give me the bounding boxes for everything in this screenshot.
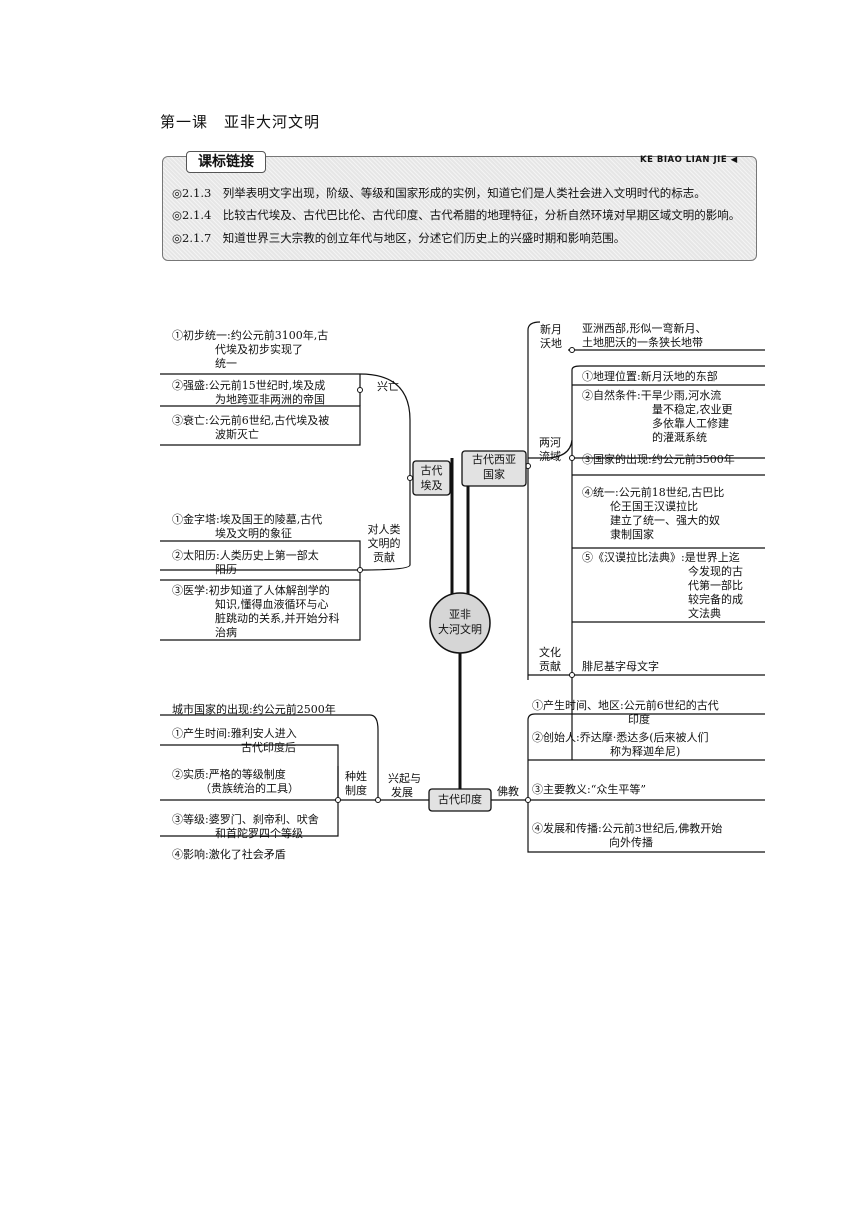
- center-line-2: 大河文明: [438, 623, 482, 636]
- two-rivers-item-3: ③国家的出现:约公元前3500年: [582, 453, 735, 466]
- egypt-contribution-item-2: ②太阳历:人类历史上第一部太: [172, 549, 319, 562]
- two-rivers-label: 两河: [539, 436, 561, 449]
- crescent-label: 新月: [540, 323, 562, 336]
- two-rivers-item-5-cont: 较完备的成: [688, 593, 743, 606]
- two-rivers-item-4-cont: 建立了统一、强大的奴: [610, 514, 720, 527]
- egypt-contribution-item-3: ③医学:初步知道了人体解剖学的: [172, 584, 330, 597]
- west-asia-node-line-2: 国家: [483, 468, 505, 481]
- egypt-contribution-label: 文明的: [367, 537, 401, 550]
- caste-item-2-cont: （贵族统治的工具）: [200, 782, 299, 795]
- egypt-rise-item-2-cont: 为地跨亚非两洲的帝国: [215, 393, 325, 406]
- caste-label: 制度: [345, 784, 367, 797]
- two-rivers-item-2-cont: 的灌溉系统: [652, 431, 707, 444]
- two-rivers-item-4-cont: 隶制国家: [610, 528, 654, 541]
- buddhism-item-1: ①产生时间、地区:公元前6世纪的古代: [532, 699, 719, 712]
- caste-label: 种姓: [345, 770, 367, 783]
- egypt-rise-item-3-cont: 波斯灭亡: [215, 428, 259, 441]
- two-rivers-item-5: ⑤《汉谟拉比法典》:是世界上迄: [582, 551, 740, 564]
- two-rivers-item-4: ④统一:公元前18世纪,古巴比: [582, 486, 725, 499]
- buddhism-item-2-cont: 称为释迦牟尼): [610, 745, 681, 758]
- buddhism-item-1-cont: 印度: [628, 713, 650, 726]
- caste-item-1-cont: 古代印度后: [241, 741, 296, 754]
- egypt-contribution-item-3-cont: 知识,懂得血液循环与心: [215, 598, 329, 611]
- center-line-1: 亚非: [449, 608, 471, 621]
- crescent-text: 亚洲西部,形似一弯新月、: [582, 322, 707, 335]
- egypt-contribution-label: 对人类: [367, 523, 401, 536]
- two-rivers-item-5-cont: 代第一部比: [688, 579, 743, 592]
- standard-item: ◎2.1.3 列举表明文字出现，阶级、等级和国家形成的实例，知道它们是人类社会进…: [172, 186, 706, 200]
- two-rivers-item-5-cont: 今发现的古: [688, 565, 743, 578]
- egypt-rise-item-1: ①初步统一:约公元前3100年,古: [172, 329, 329, 342]
- two-rivers-item-4-cont: 伦王国王汉谟拉比: [610, 500, 698, 513]
- india-node: 古代印度: [438, 793, 482, 806]
- caste-item-2: ②实质:严格的等级制度: [172, 768, 286, 781]
- egypt-contribution-item-2-cont: 阳历: [215, 563, 237, 576]
- standard-item: ◎2.1.4 比较古代埃及、古代巴比伦、古代印度、古代希腊的地理特征，分析自然环…: [172, 208, 741, 222]
- egypt-contribution-item-3-cont: 脏跳动的关系,并开始分科: [215, 612, 340, 625]
- caste-item-3-cont: 和首陀罗四个等级: [215, 827, 303, 840]
- crescent-label: 沃地: [540, 337, 562, 350]
- egypt-node-line-2: 埃及: [420, 479, 443, 492]
- two-rivers-item-1: ①地理位置:新月沃地的东部: [582, 370, 718, 383]
- culture-label: 文化: [539, 646, 561, 659]
- two-rivers-label: 流域: [539, 450, 561, 463]
- two-rivers-item-5-cont: 文法典: [688, 607, 721, 620]
- buddhism-item-2: ②创始人:乔达摩·悉达多(后来被人们: [532, 731, 709, 744]
- buddhism-item-4-cont: 向外传播: [609, 836, 653, 849]
- two-rivers-item-2-cont: 多依靠人工修建: [652, 417, 729, 430]
- egypt-rise-item-1-cont: 统一: [215, 357, 237, 370]
- west-asia-node-line-1: 古代西亚: [472, 453, 516, 466]
- buddhism-item-3: ③主要教义:“众生平等”: [532, 783, 646, 796]
- standards-box: [162, 156, 757, 261]
- egypt-rise-item-1-cont: 代埃及初步实现了: [215, 343, 303, 356]
- standards-box-en-label: KE BIAO LIAN JIE ◀: [640, 155, 738, 165]
- egypt-node-line-1: 古代: [420, 464, 443, 477]
- egypt-contribution-item-1: ①金字塔:埃及国王的陵墓,古代: [172, 513, 323, 526]
- page-title: 第一课 亚非大河文明: [160, 113, 321, 131]
- city-state-text: 城市国家的出现:约公元前2500年: [172, 703, 336, 716]
- egypt-rise-fall-label: 兴亡: [377, 380, 399, 393]
- two-rivers-item-2-cont: 量不稳定,农业更: [652, 403, 733, 416]
- egypt-rise-item-3: ③衰亡:公元前6世纪,古代埃及被: [172, 414, 330, 427]
- caste-item-4: ④影响:激化了社会矛盾: [172, 848, 286, 861]
- egypt-contribution-label: 贡献: [373, 551, 395, 564]
- culture-text: 腓尼基字母文字: [582, 660, 659, 673]
- caste-item-3: ③等级:婆罗门、刹帝利、吠舍: [172, 813, 319, 826]
- two-rivers-item-2: ②自然条件:干旱少雨,河水流: [582, 389, 722, 402]
- buddhism-label: 佛教: [497, 785, 519, 798]
- standards-box-tab: 课标链接: [186, 151, 266, 173]
- india-rise-label: 兴起与: [388, 772, 421, 785]
- standard-item: ◎2.1.7 知道世界三大宗教的创立年代与地区，分述它们历史上的兴盛时期和影响范…: [172, 231, 626, 245]
- culture-label: 贡献: [539, 660, 561, 673]
- caste-item-1: ①产生时间:雅利安人进入: [172, 727, 297, 740]
- india-rise-label: 发展: [391, 786, 413, 799]
- buddhism-item-4: ④发展和传播:公元前3世纪后,佛教开始: [532, 822, 723, 835]
- egypt-contribution-item-1-cont: 埃及文明的象征: [215, 527, 292, 540]
- egypt-contribution-item-3-cont: 治病: [215, 626, 237, 639]
- crescent-text: 土地肥沃的一条狭长地带: [582, 336, 703, 349]
- egypt-rise-item-2: ②强盛:公元前15世纪时,埃及成: [172, 379, 326, 392]
